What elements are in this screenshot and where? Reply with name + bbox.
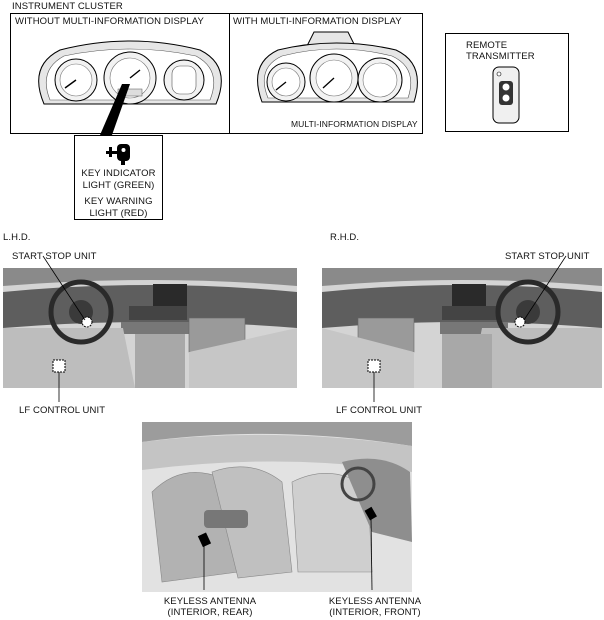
start-stop-label-left: START STOP UNIT <box>12 251 97 262</box>
rhd-label: R.H.D. <box>330 232 360 243</box>
cluster-without-mid-drawing <box>38 40 222 135</box>
instrument-cluster-title: INSTRUMENT CLUSTER <box>12 1 123 12</box>
keyless-rear-label-1: KEYLESS ANTENNA <box>163 596 257 607</box>
panel-divider <box>229 13 230 134</box>
remote-label-2: TRANSMITTER <box>466 51 535 62</box>
mid-label: MULTI-INFORMATION DISPLAY <box>291 119 418 129</box>
rhd-dashboard-drawing <box>322 255 602 402</box>
key-icon <box>106 144 130 165</box>
key-indicator-label-1: KEY INDICATOR <box>81 168 156 179</box>
lhd-dashboard-drawing <box>3 255 297 402</box>
key-warning-label-1: KEY WARNING <box>84 196 153 207</box>
without-mid-label: WITHOUT MULTI-INFORMATION DISPLAY <box>15 16 204 27</box>
key-warning-label-2: LIGHT (RED) <box>89 208 148 219</box>
keyless-rear-label-2: (INTERIOR, REAR) <box>167 607 253 618</box>
lhd-label: L.H.D. <box>3 232 31 243</box>
cluster-with-mid-drawing <box>257 31 418 103</box>
with-mid-label: WITH MULTI-INFORMATION DISPLAY <box>233 16 402 27</box>
remote-key-icon <box>492 66 520 124</box>
lf-control-label-left: LF CONTROL UNIT <box>19 405 106 416</box>
lf-control-label-right: LF CONTROL UNIT <box>336 405 423 416</box>
keyless-front-label-2: (INTERIOR, FRONT) <box>329 607 421 618</box>
cabin-interior-drawing <box>142 422 412 592</box>
start-stop-label-right: START STOP UNIT <box>505 251 590 262</box>
remote-label-1: REMOTE <box>466 40 508 51</box>
key-indicator-label-2: LIGHT (GREEN) <box>82 180 155 191</box>
keyless-front-label-1: KEYLESS ANTENNA <box>328 596 422 607</box>
